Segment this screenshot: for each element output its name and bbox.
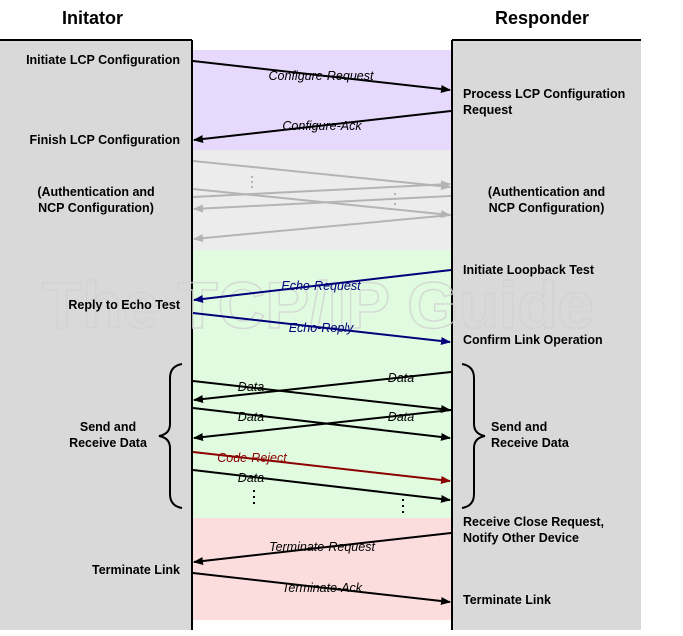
echo-reply-arrow [192, 312, 451, 345]
label-initiate-loopback: Initiate Loopback Test [463, 263, 595, 277]
data-arrow-2 [193, 371, 452, 404]
data-arrow-4 [193, 409, 452, 442]
label-initiator-send-recv-line2: Receive Data [69, 436, 147, 450]
msg-data-1: Data [238, 380, 264, 394]
label-initiator-auth-line2: NCP Configuration) [38, 201, 154, 215]
label-responder-terminate: Terminate Link [463, 593, 551, 607]
responder-header: Responder [495, 8, 590, 28]
configure-ack-arrow [193, 110, 452, 143]
label-responder-auth-line1: (Authentication and [487, 185, 606, 199]
data-arrow-5 [192, 469, 451, 503]
msg-data-4: Data [388, 410, 414, 424]
data-ellipsis-left [253, 490, 255, 504]
label-responder-send-recv-line1: Send and [491, 420, 548, 434]
code-reject-arrow [192, 451, 451, 484]
msg-echo-reply: Echo-Reply [289, 321, 354, 335]
label-initiator-send-recv-line1: Send and [79, 420, 137, 434]
msg-data-5: Data [238, 471, 264, 485]
terminate-ack-arrow [192, 572, 451, 605]
label-recv-close-line1: Receive Close Request, [463, 515, 605, 529]
configure-request-arrow [192, 60, 451, 93]
auth-arrow-5 [193, 214, 452, 243]
label-initiator-terminate: Terminate Link [92, 563, 180, 577]
label-recv-close-line2: Notify Other Device [463, 531, 580, 545]
label-finish-lcp: Finish LCP Configuration [29, 133, 180, 147]
label-confirm-link: Confirm Link Operation [463, 333, 603, 347]
msg-configure-ack: Configure-Ack [282, 119, 362, 133]
echo-request-arrow [193, 269, 452, 303]
initiator-header: Initator [62, 8, 123, 28]
responder-column [452, 40, 641, 630]
msg-terminate-request: Terminate-Request [269, 540, 375, 554]
label-responder-auth-line2: NCP Configuration) [488, 201, 605, 215]
label-process-lcp-line2: Request [463, 103, 513, 117]
msg-code-reject: Code-Reject [217, 451, 287, 465]
msg-data-2: Data [388, 371, 414, 385]
label-recv-close: Receive Close Request, Notify Other Devi… [463, 514, 638, 546]
data-arrow-3 [192, 407, 451, 441]
label-initiator-auth: (Authentication and NCP Configuration) [0, 184, 192, 216]
auth-arrow-2 [192, 180, 451, 198]
auth-ellipsis-right [394, 193, 396, 205]
label-reply-echo: Reply to Echo Test [68, 298, 180, 312]
label-responder-send-recv: Send and Receive Data [491, 419, 591, 451]
msg-data-3: Data [238, 410, 264, 424]
band-auth [192, 150, 452, 250]
label-initiator-auth-line1: (Authentication and [37, 185, 155, 199]
label-responder-send-recv-line2: Receive Data [491, 436, 569, 450]
terminate-request-arrow [193, 532, 452, 565]
label-responder-auth: (Authentication and NCP Configuration) [452, 184, 641, 216]
msg-terminate-ack: Terminate-Ack [282, 581, 363, 595]
auth-arrow-4 [192, 188, 451, 219]
initiator-column [0, 40, 192, 630]
label-initiator-send-recv: Send and Receive Data [60, 419, 156, 451]
label-process-lcp: Process LCP Configuration Request [463, 86, 643, 118]
initiator-brace [158, 363, 183, 509]
band-terminate [192, 518, 452, 620]
msg-configure-request: Configure-Request [269, 69, 374, 83]
msg-echo-request: Echo-Request [281, 279, 361, 293]
label-process-lcp-line1: Process LCP Configuration [463, 87, 626, 101]
data-arrow-1 [192, 380, 451, 413]
responder-brace [461, 363, 486, 509]
watermark: The TCP/IP Guide [42, 268, 595, 342]
label-initiate-lcp: Initiate LCP Configuration [26, 53, 180, 67]
data-ellipsis-right [402, 499, 404, 513]
auth-arrow-1 [192, 160, 451, 191]
auth-ellipsis-left [251, 176, 253, 188]
